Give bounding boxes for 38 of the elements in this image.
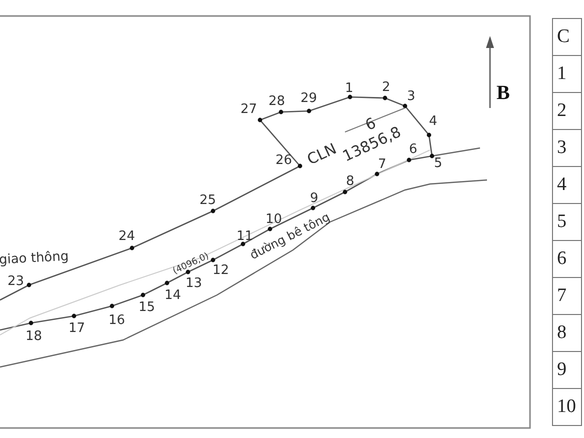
point-number: 26: [276, 154, 292, 166]
point-number: 29: [300, 92, 318, 104]
point-number: 15: [138, 300, 156, 314]
point-number: 3: [407, 90, 416, 102]
table-cell: 4: [552, 166, 582, 204]
table-cell: 9: [552, 352, 582, 388]
point-number: 28: [268, 94, 286, 108]
point-number: 8: [346, 174, 354, 188]
table-cell: 3: [552, 130, 582, 166]
point-number: 11: [236, 230, 254, 242]
point-number: 14: [164, 288, 182, 302]
point-number: 16: [108, 314, 126, 326]
point-number: 23: [8, 274, 24, 288]
point-number: 9: [310, 192, 318, 204]
point-number: 17: [68, 322, 86, 334]
point-number: 27: [240, 102, 258, 116]
point-number: 1: [345, 82, 354, 94]
point-number: 6: [409, 142, 418, 156]
point-number: 7: [378, 158, 386, 170]
table-cell: 7: [552, 278, 582, 314]
point-number: 5: [434, 156, 442, 170]
point-number: 24: [118, 230, 136, 242]
point-number: 10: [266, 212, 282, 226]
table-cell: 5: [552, 204, 582, 240]
point-number: 12: [212, 264, 230, 276]
point-number: 2: [382, 80, 390, 94]
point-number: 25: [200, 194, 216, 206]
table-cell: 8: [552, 314, 582, 352]
table-cell: C: [552, 18, 582, 56]
table-cell: 10: [552, 388, 582, 426]
table-cell: 2: [552, 92, 582, 130]
point-number: 4: [429, 114, 438, 128]
land-use-label: CLN: [305, 140, 339, 168]
north-label: B: [496, 83, 510, 103]
table-cell: 6: [552, 240, 582, 278]
point-number: 13: [186, 276, 202, 290]
table-cell: 1: [552, 56, 582, 92]
point-number: 18: [26, 330, 42, 342]
